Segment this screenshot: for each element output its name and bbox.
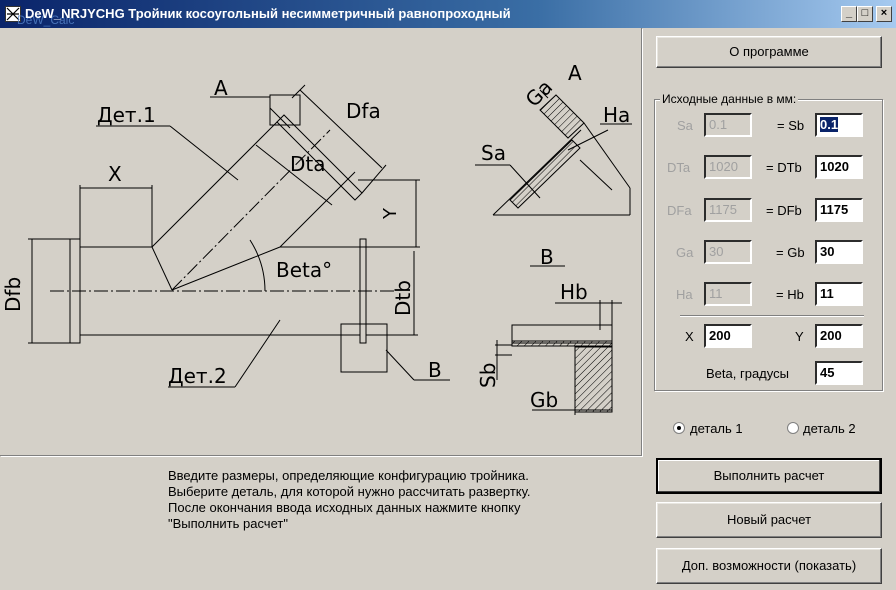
input-data-group-title: Исходные данные в мм: <box>660 92 799 106</box>
label-dfa-field: DFa <box>667 203 692 218</box>
group-separator <box>680 315 864 317</box>
maximize-button[interactable]: □ <box>857 6 873 22</box>
label-beta: Beta° <box>276 258 332 282</box>
window-title: DeW_NRJYCHG Тройник косоугольный несимме… <box>25 6 511 21</box>
detail-a-weld <box>509 139 581 209</box>
instructions: Введите размеры, определяющие конфигурац… <box>168 468 530 532</box>
label-sb: Sb <box>476 363 500 388</box>
new-calculation-button[interactable]: Новый расчет <box>656 502 882 538</box>
detail-box-a <box>269 94 301 126</box>
detail-b-title: B <box>540 245 554 269</box>
tee-drawing: A Дет.1 Dfa Dta X Y Beta° Dfb Dtb Дет.2 … <box>0 28 642 456</box>
tee-drawing-svg: A Дет.1 Dfa Dta X Y Beta° Dfb Dtb Дет.2 … <box>1 61 632 415</box>
gb-input[interactable]: 30 <box>815 240 863 264</box>
label-y: Y <box>380 207 401 220</box>
close-icon: × <box>880 7 888 19</box>
run-calculation-button[interactable]: Выполнить расчет <box>656 458 882 494</box>
label-gb: Gb <box>530 388 558 412</box>
ha-input[interactable]: 11 <box>704 282 752 306</box>
y-input[interactable]: 200 <box>815 324 863 348</box>
about-button[interactable]: О программе <box>656 36 882 68</box>
instruction-line: Введите размеры, определяющие конфигурац… <box>168 468 529 483</box>
minimize-button[interactable]: _ <box>841 6 857 22</box>
sa-input[interactable]: 0.1 <box>704 113 752 137</box>
label-sa-field: Sa <box>677 118 693 133</box>
detail-b-pipe-wall <box>574 346 613 413</box>
label-x: X <box>108 162 122 186</box>
label-ha-field: Ha <box>676 287 693 302</box>
instruction-line: "Выполнить расчет" <box>168 516 288 531</box>
label-beta-field: Beta, градусы <box>706 366 789 381</box>
instruction-line: После окончания ввода исходных данных на… <box>168 500 521 515</box>
part1-label[interactable]: деталь 1 <box>690 421 743 436</box>
detail-b-weld <box>511 340 613 347</box>
label-dfa: Dfa <box>346 99 381 123</box>
label-dtb-field: = DTb <box>766 160 802 175</box>
dfa-input[interactable]: 1175 <box>704 198 752 222</box>
maximize-icon: □ <box>861 7 869 19</box>
label-det1: Дет.1 <box>97 103 156 127</box>
detail-box-b <box>340 323 388 373</box>
label-gb-field: = Gb <box>776 245 805 260</box>
label-sb-field: = Sb <box>777 118 805 133</box>
part2-radio[interactable] <box>787 422 799 434</box>
detail-a-title: A <box>568 61 582 85</box>
label-sa: Sa <box>481 141 506 165</box>
dtb-input[interactable]: 1020 <box>815 155 863 179</box>
label-dta-field: DTa <box>667 160 691 175</box>
hb-input[interactable]: 11 <box>815 282 863 306</box>
label-a: A <box>214 76 228 100</box>
part2-label[interactable]: деталь 2 <box>803 421 856 436</box>
label-hb: Hb <box>560 280 588 304</box>
app-icon[interactable] <box>5 6 21 22</box>
label-b: B <box>428 358 442 382</box>
dta-input[interactable]: 1020 <box>704 155 752 179</box>
minimize-icon: _ <box>845 7 853 19</box>
label-hb-field: = Hb <box>776 287 804 302</box>
instruction-line: Выберите деталь, для которой нужно рассч… <box>168 484 531 499</box>
label-ga-field: Ga <box>676 245 694 260</box>
ghost-title: DeW_Calc <box>17 13 75 27</box>
label-ha: Ha <box>603 103 630 127</box>
label-dfb-field: = DFb <box>766 203 802 218</box>
extra-features-button[interactable]: Доп. возможности (показать) <box>656 548 882 584</box>
label-y-field: Y <box>795 329 804 344</box>
title-bar[interactable]: DeW_Calc DeW_NRJYCHG Тройник косоугольны… <box>0 0 896 28</box>
close-button[interactable]: × <box>876 6 892 22</box>
sb-input[interactable]: 0.1 <box>815 113 863 137</box>
label-x-field: X <box>685 329 694 344</box>
label-det2: Дет.2 <box>168 364 227 388</box>
label-dtb: Dtb <box>391 280 415 316</box>
ga-input[interactable]: 30 <box>704 240 752 264</box>
label-dta: Dta <box>290 152 326 176</box>
dfb-input[interactable]: 1175 <box>815 198 863 222</box>
beta-input[interactable]: 45 <box>815 361 863 385</box>
x-input[interactable]: 200 <box>704 324 752 348</box>
label-dfb: Dfb <box>1 277 25 312</box>
sb-input-value: 0.1 <box>820 117 839 132</box>
part1-radio[interactable] <box>673 422 685 434</box>
